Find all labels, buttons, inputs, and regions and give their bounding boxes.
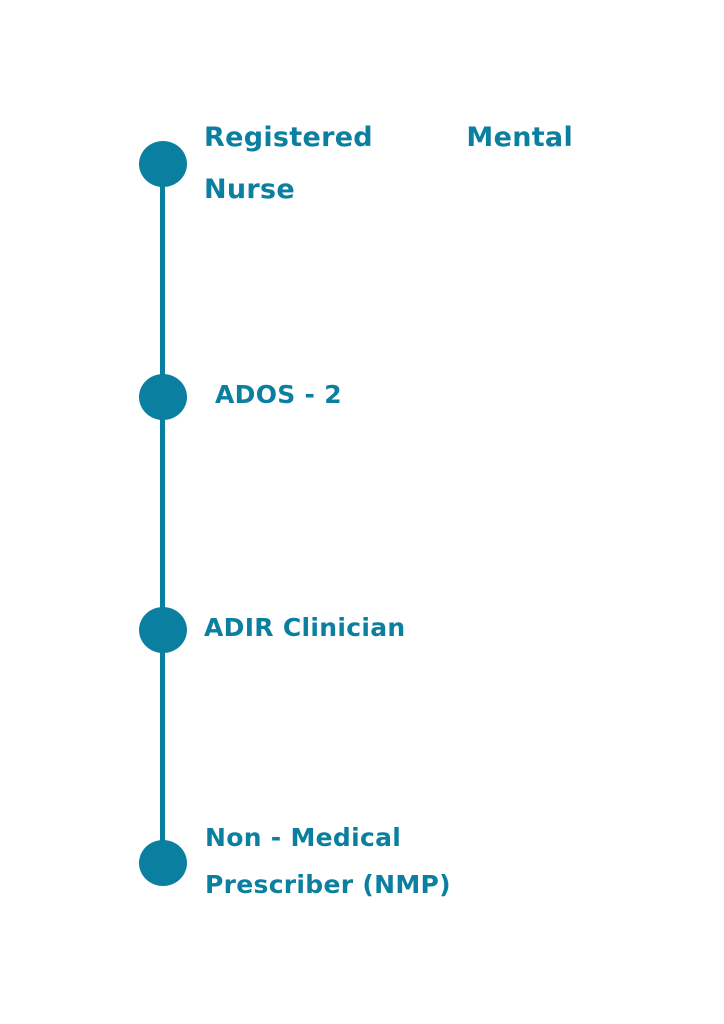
timeline-label-3: ADIR Clinician — [204, 613, 406, 642]
timeline-node-3 — [139, 607, 187, 653]
timeline-label-2: ADOS - 2 — [215, 380, 342, 409]
timeline-label-4: Non - Medical Prescriber (NMP) — [205, 823, 451, 899]
timeline-node-2 — [139, 374, 187, 420]
timeline-node-1 — [139, 141, 187, 187]
timeline-line — [160, 164, 165, 864]
timeline-label-1: Registered Mental Nurse — [204, 122, 573, 205]
timeline-node-4 — [139, 840, 187, 886]
